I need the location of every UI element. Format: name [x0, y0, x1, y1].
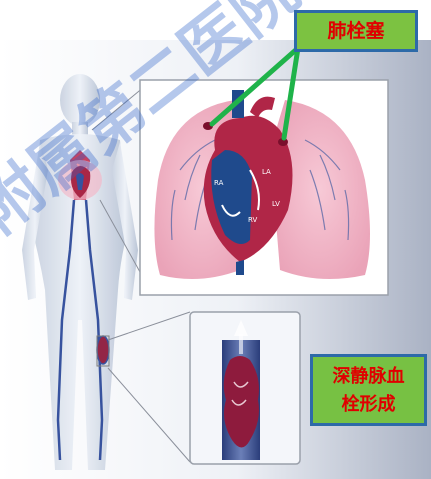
heart-label-rv: RV	[248, 216, 257, 224]
dvt-label-line2: 栓形成	[313, 391, 424, 419]
heart-label-la: LA	[262, 168, 271, 176]
pulmonary-embolism-label: 肺栓塞	[294, 10, 418, 52]
dvt-label-line1: 深静脉血	[313, 363, 424, 391]
dvt-label: 深静脉血 栓形成	[310, 354, 427, 426]
vein-inset	[190, 312, 300, 464]
heart-label-lv: LV	[272, 200, 280, 208]
heart-label-ra: RA	[214, 179, 224, 187]
